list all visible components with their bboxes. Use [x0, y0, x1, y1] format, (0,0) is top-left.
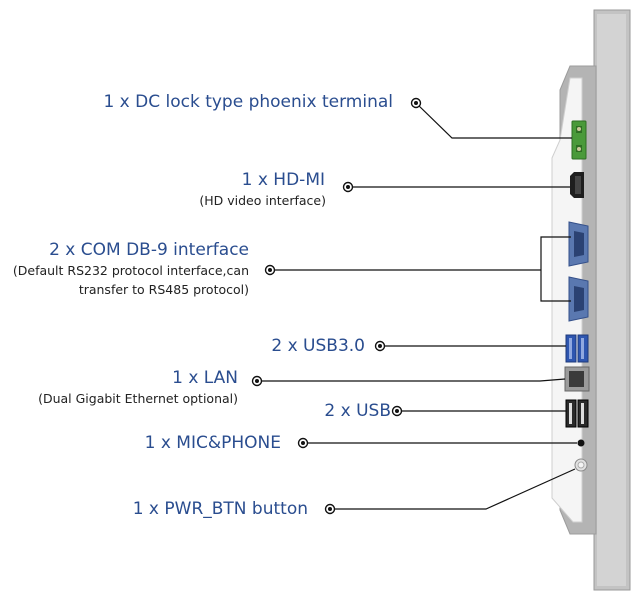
usb3-port-1-tongue [569, 338, 572, 359]
callout-dot-center [301, 441, 305, 445]
label-dc-terminal: 1 x DC lock type phoenix terminal [103, 92, 393, 112]
usb3-port-2-tongue [581, 338, 584, 359]
leader-com-bracket [540, 236, 571, 302]
label-usb3: 2 x USB3.0 [271, 336, 365, 356]
com-port-1-inner [574, 231, 584, 257]
callout-dot-center [346, 185, 350, 189]
leader-pwr [330, 468, 576, 510]
mic-jack [577, 439, 585, 447]
label-lan: 1 x LAN [172, 368, 238, 388]
callout-dot-center [395, 409, 399, 413]
label-com: 2 x COM DB-9 interface [49, 240, 249, 260]
callout-dot-center [328, 507, 332, 511]
sublabel-hdmi: (HD video interface) [199, 193, 326, 208]
dc-terminal-screw [577, 127, 581, 131]
sublabel-com-line1: (Default RS232 protocol interface,can [12, 263, 249, 278]
hdmi-port-inner [575, 176, 581, 194]
outer-frame-highlight [597, 14, 626, 586]
leader-lan [257, 378, 566, 382]
callout-dot-center [255, 379, 259, 383]
label-hdmi: 1 x HD-MI [241, 170, 325, 190]
dc-terminal-screw [577, 147, 581, 151]
usb-port-1-tongue [569, 403, 572, 424]
lan-port-inner [569, 371, 584, 387]
dc-terminal-port [571, 120, 587, 160]
callout-dot-center [414, 101, 418, 105]
sublabel-com-line2: transfer to RS485 protocol) [78, 282, 249, 297]
power-button-center [577, 461, 585, 469]
label-mic-phone: 1 x MIC&PHONE [144, 433, 281, 453]
usb-port-2-tongue [581, 403, 584, 424]
com-port-2-inner [574, 286, 584, 312]
callout-dot-center [268, 268, 272, 272]
callout-dot-center [378, 344, 382, 348]
label-power-button: 1 x PWR_BTN button [132, 499, 308, 519]
label-usb: 2 x USB [324, 401, 391, 421]
leader-dc [415, 102, 572, 139]
sublabel-lan: (Dual Gigabit Ethernet optional) [38, 391, 238, 406]
